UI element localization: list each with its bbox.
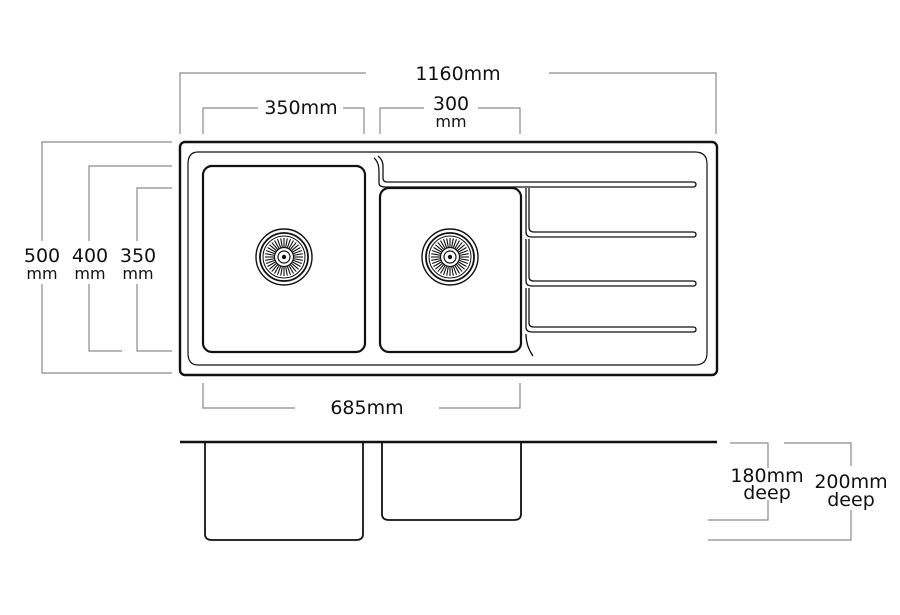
- overall-width-label: 1160mm: [415, 63, 500, 85]
- sink-outer-rim: [178, 140, 719, 377]
- drainer-groove: [525, 239, 697, 287]
- large-bowl-depth-unit: deep: [827, 489, 875, 511]
- overall-depth-value: 500: [24, 245, 60, 267]
- bowl-depth-unit: mm: [122, 264, 153, 283]
- bowl-depth-value: 350: [120, 245, 156, 267]
- right-waste-icon: [421, 228, 479, 286]
- left-waste-icon: [255, 228, 313, 286]
- left-bowl: [201, 164, 367, 354]
- inner-depth-value: 400: [72, 245, 108, 267]
- dimension-lines: [41, 72, 717, 409]
- small-bowl-depth-unit: deep: [743, 482, 791, 504]
- left-bowl-width-label: 350mm: [264, 97, 337, 119]
- inner-depth-unit: mm: [74, 264, 105, 283]
- right-bowl: [378, 186, 523, 354]
- drainer-top-groove: [373, 155, 697, 188]
- sink-inner-rim: [187, 151, 708, 366]
- small-bowl-depth-value: 180mm: [730, 465, 803, 487]
- right-bowl-width-value: 300: [433, 93, 469, 115]
- large-bowl-profile: [204, 443, 364, 541]
- sink-side-view: 180mm deep 200mm deep: [180, 440, 888, 541]
- right-bowl-width-unit: mm: [435, 112, 466, 131]
- drainer-grooves: [525, 188, 697, 357]
- small-bowl-profile: [381, 443, 522, 521]
- large-bowl-depth-value: 200mm: [814, 471, 887, 493]
- drainer-groove-end: [525, 333, 534, 357]
- drainer-groove: [525, 288, 697, 333]
- bowls-total-width-label: 685mm: [330, 397, 403, 419]
- dimension-labels: 1160mm 350mm 300 mm 500 mm 400 mm 350 mm…: [24, 63, 501, 419]
- overall-depth-unit: mm: [26, 264, 57, 283]
- drainer-groove: [525, 188, 697, 238]
- sink-top-view: [178, 140, 719, 377]
